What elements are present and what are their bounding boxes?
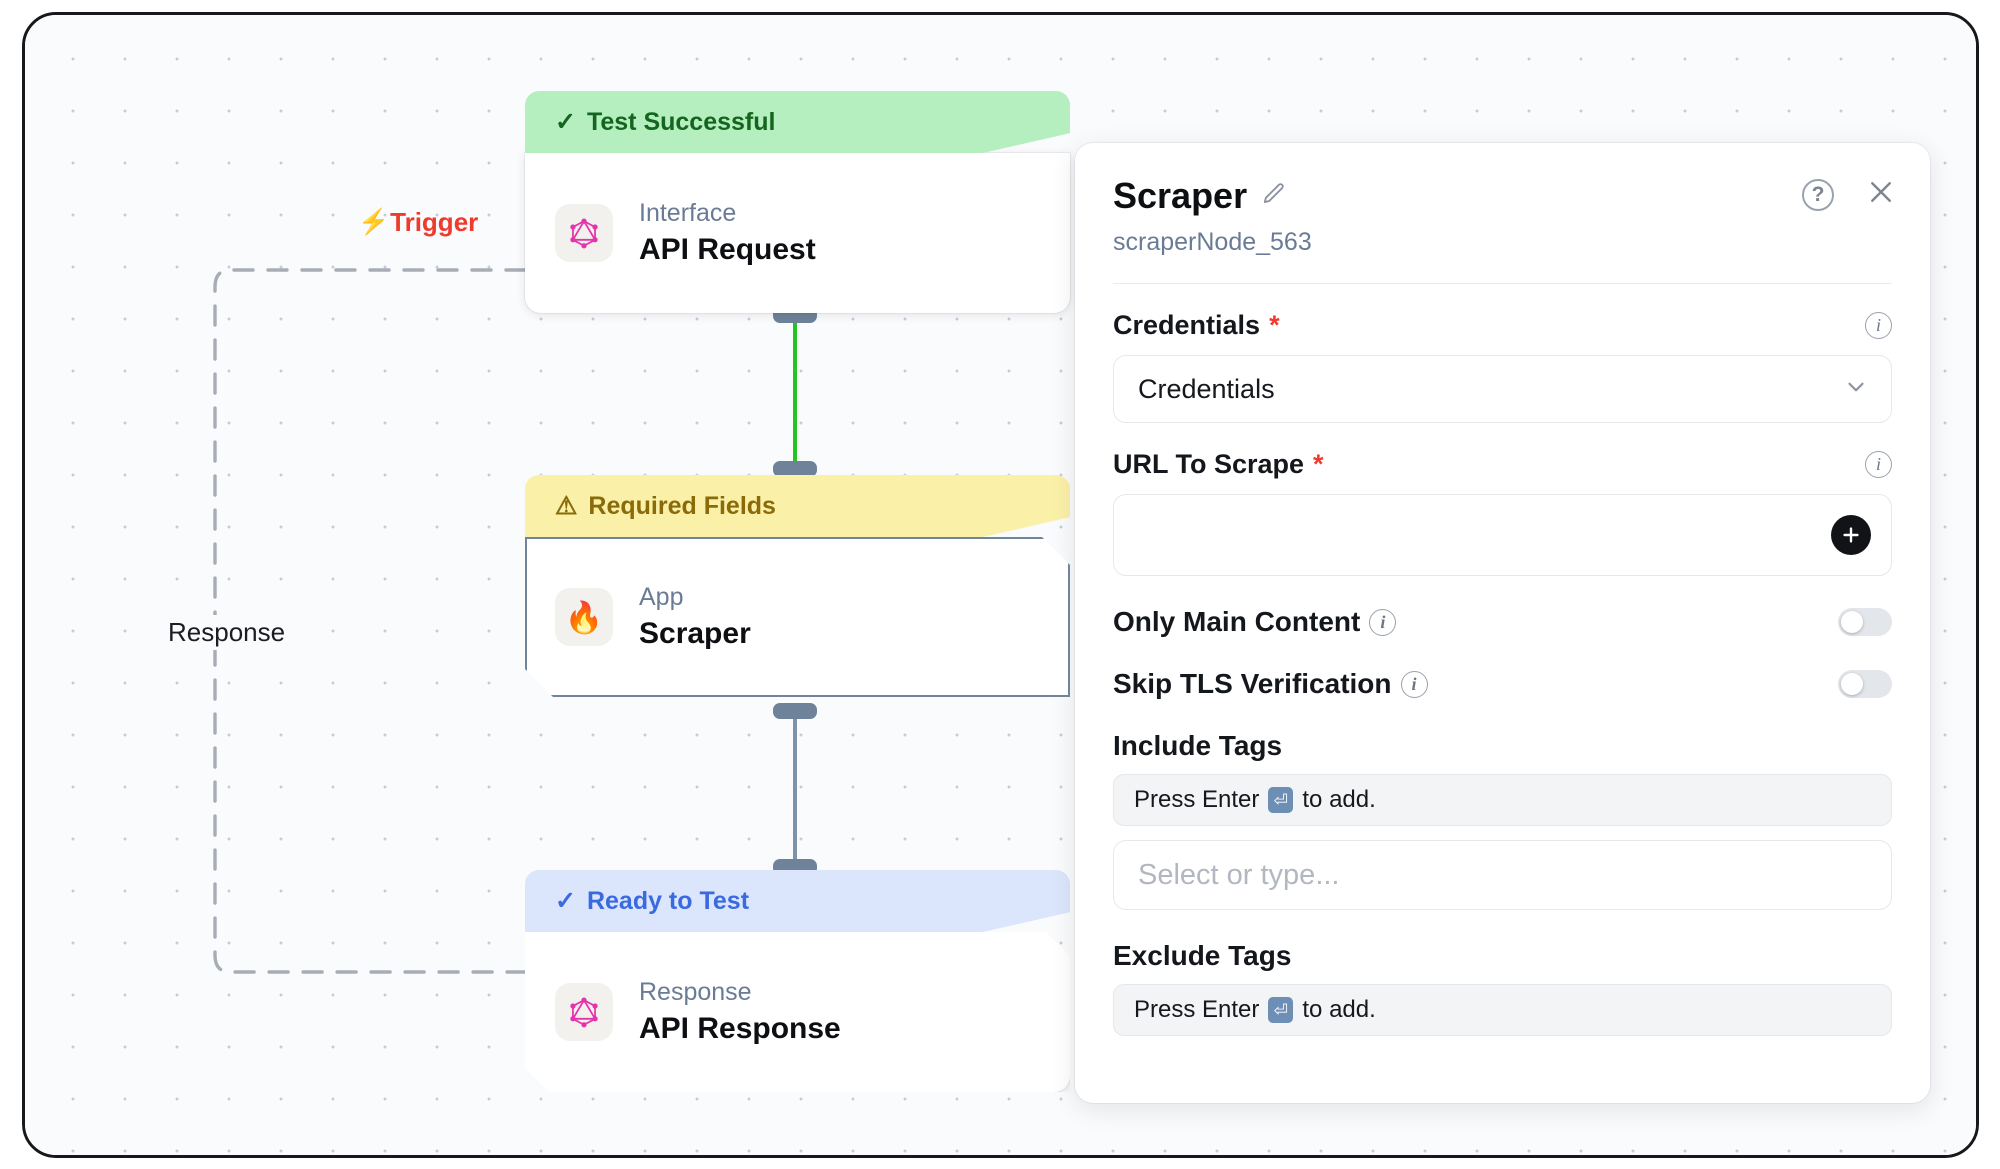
field-label-text: Credentials <box>1113 310 1261 340</box>
field-skip-tls-verification: Skip TLS Verification i <box>1113 668 1892 700</box>
page-title: Scraper <box>1113 175 1248 216</box>
edge-scraper-to-api-response[interactable] <box>773 703 833 875</box>
node-api-response[interactable]: ✓ Ready to Test <box>525 870 1070 1092</box>
field-label-row: Credentials * i <box>1113 310 1892 341</box>
field-label: Skip TLS Verification i <box>1113 668 1428 700</box>
panel-body: Credentials * i Credentials <box>1075 310 1930 1036</box>
edge-line <box>793 315 797 471</box>
field-url-to-scrape: URL To Scrape * i <box>1113 449 1892 576</box>
hint-text-after: to add. <box>1302 786 1376 813</box>
warning-icon: ⚠ <box>555 492 578 520</box>
field-include-tags: Include Tags Press Enter ⏎ to add. Selec… <box>1113 730 1892 910</box>
credentials-select[interactable]: Credentials <box>1113 355 1892 423</box>
edge-handle-source[interactable] <box>773 703 817 719</box>
node-config-panel: Scraper scraperNode_563 ? <box>1075 143 1930 1103</box>
response-edge-label: Response <box>160 615 294 650</box>
node-status-banner-required-fields: ⚠ Required Fields <box>525 475 1070 537</box>
only-main-content-toggle[interactable] <box>1838 608 1892 636</box>
graphql-icon <box>555 983 613 1041</box>
edge-handle-target[interactable] <box>773 461 817 477</box>
enter-key-icon: ⏎ <box>1268 997 1294 1023</box>
panel-title-row: Scraper <box>1113 175 1892 217</box>
node-kind-label: Response <box>639 978 752 1007</box>
info-icon[interactable]: i <box>1400 670 1428 698</box>
node-text: Response API Response <box>639 979 841 1045</box>
info-icon[interactable]: i <box>1865 451 1892 478</box>
toggle-knob <box>1841 673 1863 695</box>
required-marker: * <box>1313 449 1324 479</box>
credentials-value: Credentials <box>1138 373 1275 404</box>
panel-actions: ? <box>1802 177 1896 212</box>
graphql-icon <box>555 204 613 262</box>
include-tags-hint: Press Enter ⏎ to add. <box>1113 774 1892 826</box>
app-window: ⚡ Trigger Response ✓ Test Successful <box>22 12 1979 1158</box>
node-status-text: Required Fields <box>588 491 776 520</box>
field-label-text: Only Main Content <box>1113 606 1361 637</box>
field-label: Only Main Content i <box>1113 606 1397 638</box>
edge-line <box>793 711 797 869</box>
workflow-canvas[interactable]: ⚡ Trigger Response ✓ Test Successful <box>25 15 1976 1155</box>
hint-text-before: Press Enter <box>1134 786 1260 813</box>
flame-icon: 🔥 <box>555 588 613 646</box>
hint-text-before: Press Enter <box>1134 996 1260 1023</box>
field-label-text: Skip TLS Verification <box>1113 668 1392 699</box>
hint-text-after: to add. <box>1302 996 1376 1023</box>
node-status-banner-ready-to-test: ✓ Ready to Test <box>525 870 1070 932</box>
field-only-main-content: Only Main Content i <box>1113 606 1892 638</box>
node-text: Interface API Request <box>639 200 816 266</box>
toggle-knob <box>1841 611 1863 633</box>
field-label-row: URL To Scrape * i <box>1113 449 1892 480</box>
info-icon[interactable]: i <box>1369 608 1397 636</box>
trigger-label: ⚡ Trigger <box>358 207 478 238</box>
field-label-text: URL To Scrape <box>1113 449 1305 479</box>
edge-api-request-to-scraper[interactable] <box>773 307 833 477</box>
field-label-text: Exclude Tags <box>1113 940 1292 971</box>
node-kind-label: App <box>639 583 684 612</box>
node-text: App Scraper <box>639 584 751 650</box>
field-label: Credentials * <box>1113 310 1280 341</box>
node-api-request[interactable]: ✓ Test Successful <box>525 91 1070 313</box>
skip-tls-verification-toggle[interactable] <box>1838 670 1892 698</box>
check-icon: ✓ <box>555 887 576 915</box>
check-icon: ✓ <box>555 108 576 136</box>
plus-icon[interactable] <box>1831 515 1871 555</box>
enter-key-icon: ⏎ <box>1268 787 1294 813</box>
field-label-text: Include Tags <box>1113 730 1283 761</box>
field-exclude-tags: Exclude Tags Press Enter ⏎ to add. <box>1113 940 1892 1036</box>
pencil-icon[interactable] <box>1261 181 1287 212</box>
node-title-label: API Response <box>639 1011 841 1045</box>
selection-outline <box>525 537 1070 697</box>
lightning-bolt-icon: ⚡ <box>358 208 390 236</box>
question-circle-icon[interactable]: ? <box>1802 178 1834 211</box>
url-to-scrape-input[interactable] <box>1113 494 1892 576</box>
include-tags-input[interactable]: Select or type... <box>1113 840 1892 910</box>
exclude-tags-hint: Press Enter ⏎ to add. <box>1113 984 1892 1036</box>
node-body[interactable]: 🔥 App Scraper <box>525 537 1070 697</box>
node-kind-label: Interface <box>639 199 737 228</box>
node-id-label: scraperNode_563 <box>1113 228 1312 256</box>
node-body[interactable]: Response API Response <box>525 932 1070 1092</box>
divider <box>1113 283 1892 284</box>
close-icon[interactable] <box>1866 177 1896 212</box>
node-status-banner-test-successful: ✓ Test Successful <box>525 91 1070 153</box>
node-title-label: Scraper <box>639 616 751 650</box>
required-marker: * <box>1269 310 1280 340</box>
node-scraper[interactable]: ⚠ Required Fields 🔥 App Scraper <box>525 475 1070 697</box>
panel-header: Scraper scraperNode_563 ? <box>1075 143 1930 257</box>
node-body[interactable]: Interface API Request <box>525 153 1070 313</box>
node-title-label: API Request <box>639 232 816 266</box>
trigger-label-text: Trigger <box>390 207 479 237</box>
node-status-text: Ready to Test <box>586 886 750 915</box>
field-credentials: Credentials * i Credentials <box>1113 310 1892 423</box>
chevron-down-icon[interactable] <box>1843 374 1869 405</box>
info-icon[interactable]: i <box>1865 312 1892 339</box>
include-tags-placeholder: Select or type... <box>1138 858 1340 891</box>
node-status-text: Test Successful <box>586 107 776 136</box>
field-label: URL To Scrape * <box>1113 449 1324 480</box>
